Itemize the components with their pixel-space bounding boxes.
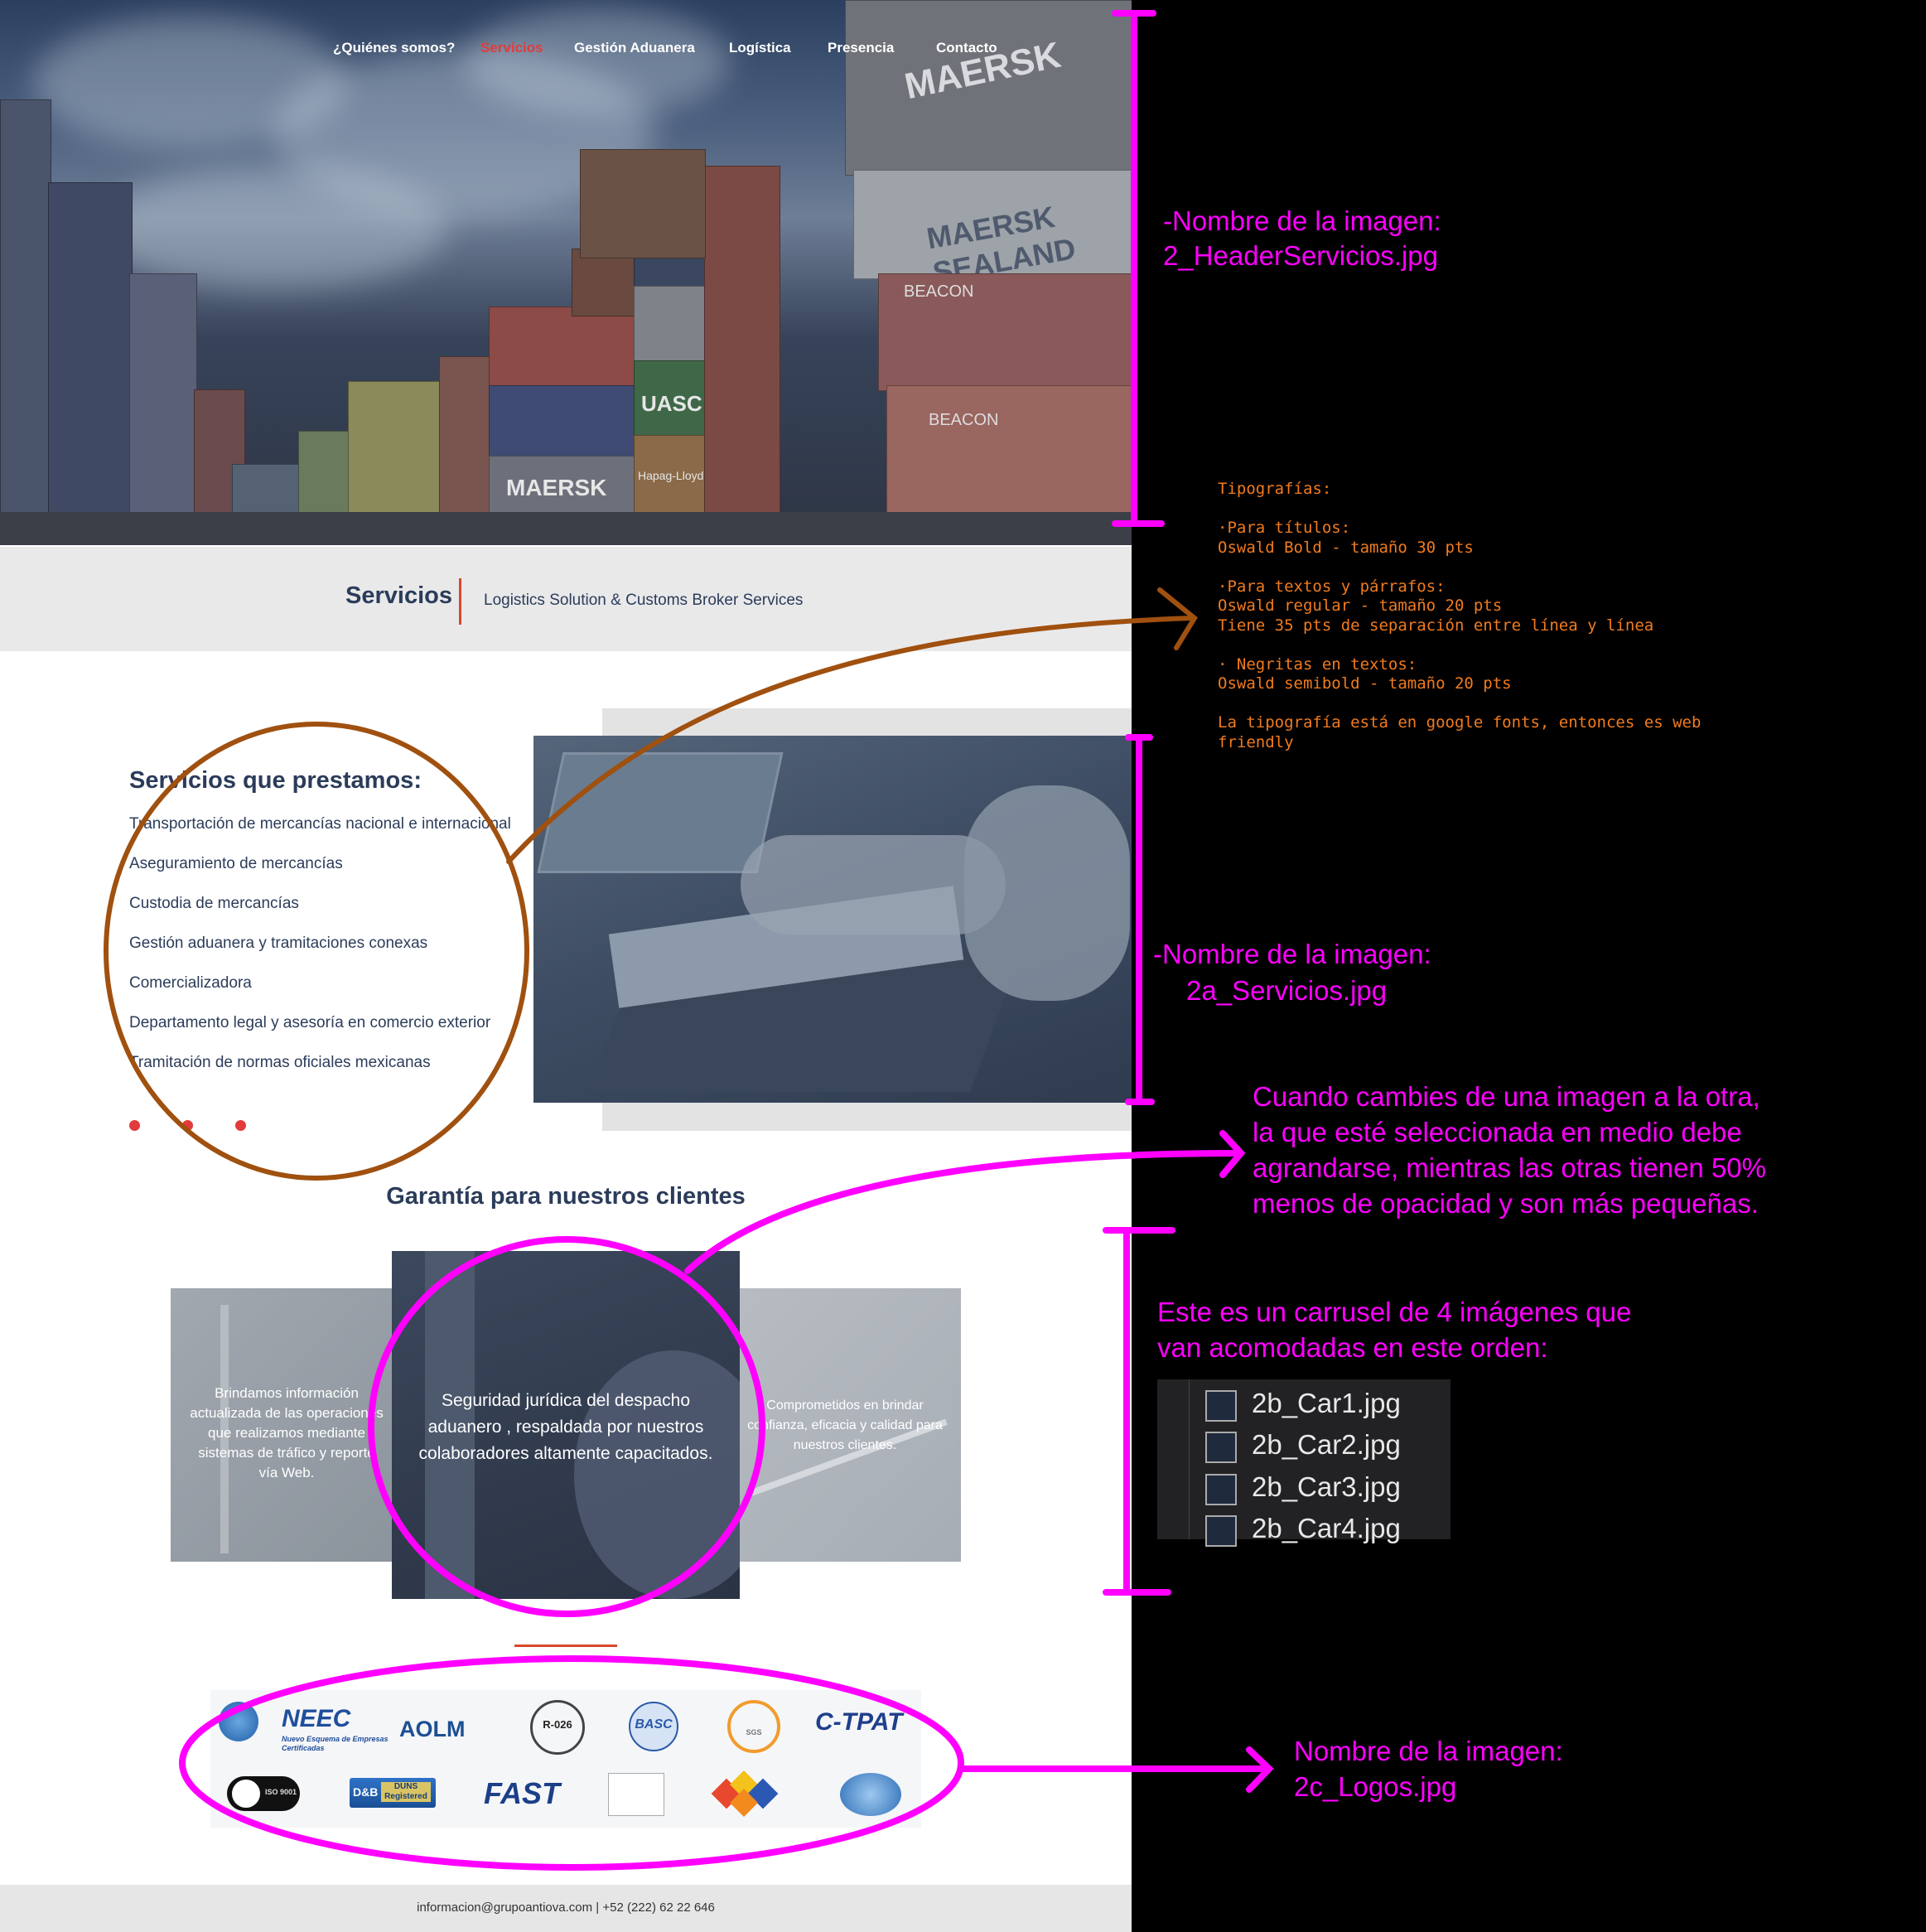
guarantee-title: Garantía para nuestros clientes: [386, 1183, 746, 1210]
slider-dot[interactable]: [235, 1120, 246, 1131]
nav-item-servicios[interactable]: Servicios: [480, 40, 543, 56]
image-file-icon: [1205, 1515, 1237, 1547]
nav-item-presencia[interactable]: Presencia: [828, 40, 895, 56]
annotation-header-image: -Nombre de la imagen: 2_HeaderServicios.…: [1163, 205, 1441, 271]
container-label: BEACON: [929, 411, 999, 429]
annotation-carousel-order: Este es un carrusel de 4 imágenes que va…: [1157, 1297, 1632, 1363]
service-item: Departamento legal y asesoría en comerci…: [129, 1014, 491, 1031]
file-name: 2b_Car3.jpg: [1252, 1471, 1401, 1502]
section-divider: [514, 1645, 617, 1647]
annotation-typography: Tipografías: ·Para títulos: Oswald Bold …: [1218, 480, 1702, 751]
nav-item-gestion-aduanera[interactable]: Gestión Aduanera: [574, 40, 695, 56]
carousel-card-text: Comprometidos en brindar confianza, efic…: [747, 1398, 943, 1452]
logo-r026: R-026: [530, 1700, 585, 1755]
service-item: Custodia de mercancías: [129, 895, 299, 912]
website-page: MAERSK UASC Hapag-Lloyd MAERSK MAERSK SE…: [0, 0, 1132, 1932]
logo-basc: BASC: [629, 1702, 678, 1751]
container-label: BEACON: [904, 283, 974, 301]
page-title-band: Servicios Logistics Solution & Customs B…: [0, 547, 1132, 651]
logo-oea: [840, 1773, 901, 1816]
carousel-card-center[interactable]: Seguridad jurídica del despacho aduanero…: [392, 1251, 740, 1599]
container-label: Hapag-Lloyd: [638, 469, 704, 482]
carousel-card-text: Seguridad jurídica del despacho aduanero…: [418, 1391, 713, 1463]
annotation-carousel-behavior: Cuando cambies de una imagen a la otra, …: [1253, 1081, 1767, 1219]
carousel-card-text: Brindamos información actualizada de las…: [190, 1385, 384, 1480]
slider-dot[interactable]: [129, 1120, 140, 1131]
nav-item-quienes-somos[interactable]: ¿Quiénes somos?: [333, 40, 456, 56]
services-image: [533, 736, 1132, 1103]
site-footer: informacion@grupoantiova.com | +52 (222)…: [0, 1885, 1132, 1932]
service-item: Gestión aduanera y tramitaciones conexas: [129, 935, 428, 952]
main-navigation: ¿Quiénes somos? Servicios Gestión Aduane…: [0, 40, 1132, 60]
service-item: Comercializadora: [129, 974, 252, 992]
nav-item-contacto[interactable]: Contacto: [936, 40, 997, 56]
hero-header-image: MAERSK UASC Hapag-Lloyd MAERSK MAERSK SE…: [0, 0, 1132, 545]
logo-fast: FAST: [484, 1776, 561, 1810]
page-subtitle: Logistics Solution & Customs Broker Serv…: [484, 592, 804, 609]
service-item: Tramitación de normas oficiales mexicana…: [129, 1054, 431, 1071]
image-file-icon: [1205, 1390, 1237, 1422]
file-name: 2b_Car4.jpg: [1252, 1513, 1401, 1543]
image-file-icon: [1205, 1474, 1237, 1505]
title-divider: [459, 578, 461, 625]
image-file-icon: [1205, 1432, 1237, 1463]
service-item: Aseguramiento de mercancías: [129, 855, 343, 872]
nav-item-logistica[interactable]: Logística: [729, 40, 791, 56]
carousel-card-right[interactable]: Comprometidos en brindar confianza, efic…: [729, 1288, 961, 1562]
services-title: Servicios que prestamos:: [129, 767, 422, 794]
annotation-logos-image: Nombre de la imagen: 2c_Logos.jpg: [1294, 1736, 1563, 1802]
logo-hazmat: [711, 1770, 780, 1817]
footer-contact[interactable]: informacion@grupoantiova.com | +52 (222)…: [417, 1901, 715, 1915]
hero-ground: [0, 512, 1132, 545]
service-item: Transportación de mercancías nacional e …: [129, 815, 511, 833]
logo-duns: D&B DUNS Registered: [350, 1778, 436, 1808]
logo-ctpat: C-TPAT: [815, 1708, 903, 1736]
logo-certificate: [608, 1773, 664, 1816]
carousel-file-list: 2b_Car1.jpg 2b_Car2.jpg 2b_Car3.jpg 2b_C…: [1157, 1379, 1451, 1547]
file-name: 2b_Car1.jpg: [1252, 1388, 1401, 1418]
logo-aolm: AOLM: [399, 1717, 466, 1741]
container-label: UASC: [641, 391, 702, 416]
logo-sgs: SGS: [727, 1700, 780, 1753]
carousel-card-left[interactable]: Brindamos información actualizada de las…: [171, 1288, 403, 1562]
slider-dot[interactable]: [182, 1120, 193, 1131]
page-title: Servicios: [345, 582, 452, 609]
certification-logos: NEEC Nuevo Esquema de Empresas Certifica…: [210, 1690, 921, 1828]
logo-iso: ISO 9001: [227, 1776, 300, 1811]
container-label: MAERSK: [506, 475, 607, 500]
file-name: 2b_Car2.jpg: [1252, 1429, 1401, 1460]
annotation-services-image: -Nombre de la imagen: 2a_Servicios.jpg: [1153, 939, 1431, 1006]
